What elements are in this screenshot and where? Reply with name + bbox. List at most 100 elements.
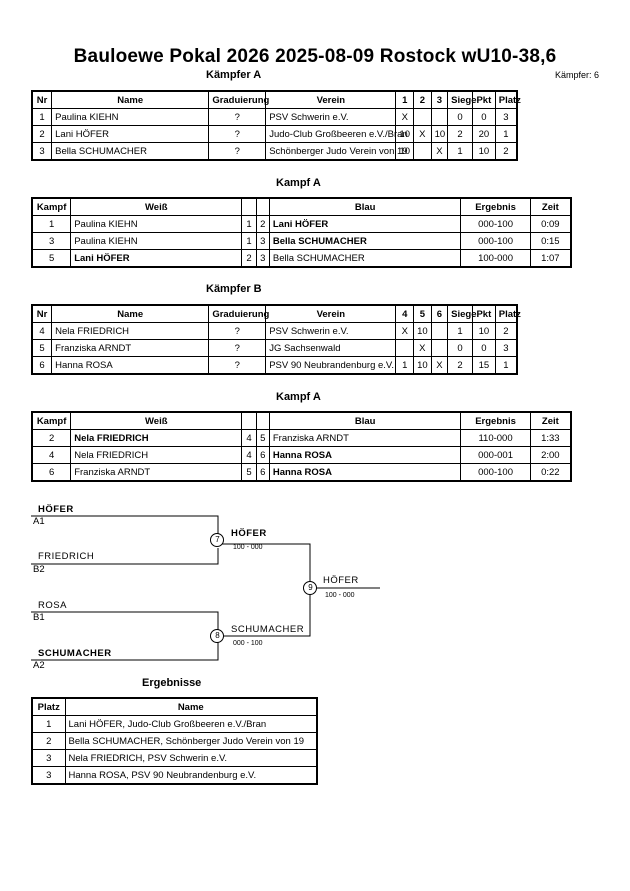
cell: [413, 142, 432, 161]
bracket-bottom-seed: A2: [33, 660, 45, 671]
bracket-second-name: FRIEDRICH: [38, 551, 95, 562]
cell: Bella SCHUMACHER: [51, 142, 210, 161]
cell: 2: [447, 125, 473, 143]
bracket-second-seed: B2: [33, 564, 45, 575]
zeit: 2:00: [529, 446, 572, 464]
blau-name: Bella SCHUMACHER: [268, 232, 462, 250]
zeit: 0:15: [529, 232, 572, 250]
bracket-third-name: ROSA: [38, 600, 67, 611]
cell: JG Sachsenwald: [265, 339, 397, 357]
match-7-number: 7: [215, 535, 220, 544]
cell: Judo-Club Großbeeren e.V./Bran: [265, 125, 408, 143]
zeit: 1:07: [529, 249, 572, 268]
match-8-winner: SCHUMACHER: [231, 624, 305, 635]
pool-a-table: Nr Name Graduierung Verein 1 2 3 Siege P…: [31, 90, 521, 161]
match-8-number: 8: [215, 631, 220, 640]
zeit: 0:22: [529, 463, 572, 482]
match-8-score: 000 - 100: [233, 640, 263, 647]
cell: 5: [31, 339, 53, 357]
match-7-score: 100 - 000: [233, 544, 263, 551]
col-ergebnis: Ergebnis: [460, 411, 531, 430]
cell: ?: [208, 356, 267, 375]
platz: 2: [31, 732, 66, 750]
result-name: Lani HÖFER, Judo-Club Großbeeren e.V./Br…: [64, 715, 318, 733]
blau-number: 3: [255, 249, 270, 268]
cell: X: [413, 339, 432, 357]
col-platz: Platz: [31, 697, 66, 716]
ergebnis: 000-100: [460, 463, 531, 482]
result-name: Nela FRIEDRICH, PSV Schwerin e.V.: [64, 749, 318, 767]
ergebnis: 000-100: [460, 232, 531, 250]
blau-number: 3: [255, 232, 270, 250]
ergebnis: 000-001: [460, 446, 531, 464]
cell: 2: [447, 356, 473, 375]
platz: 3: [31, 766, 66, 785]
fighter-count: Kämpfer: 6: [554, 70, 599, 80]
match-7-winner: HÖFER: [231, 528, 267, 539]
ergebnis: 100-000: [460, 249, 531, 268]
result-name: Bella SCHUMACHER, Schönberger Judo Verei…: [64, 732, 318, 750]
cell: Franziska ARNDT: [51, 339, 210, 357]
cell: 1: [447, 142, 473, 161]
match-9-number: 9: [308, 583, 313, 592]
cell: PSV 90 Neubrandenburg e.V.: [265, 356, 397, 375]
cell: 1: [494, 125, 518, 143]
col-siege: Siege: [447, 90, 477, 109]
pool-b-table: Nr Name Graduierung Verein 4 5 6 Siege P…: [31, 304, 521, 375]
bracket-third-seed: B1: [33, 612, 45, 623]
weiss-name: Paulina KIEHN: [70, 232, 243, 250]
cell: 0: [471, 339, 496, 357]
cell: 15: [471, 356, 496, 375]
cell: 10: [430, 125, 449, 143]
page-title: Bauloewe Pokal 2026 2025-08-09 Rostock w…: [73, 46, 557, 67]
pool-b-heading: Kämpfer B: [206, 283, 262, 295]
cell: X: [413, 125, 432, 143]
cell: 1: [494, 356, 518, 375]
platz: 1: [31, 715, 66, 733]
cell: 2: [494, 142, 518, 161]
pool-a-heading: Kämpfer A: [206, 69, 262, 81]
match-9-score: 100 - 000: [325, 592, 355, 599]
weiss-number: 4: [241, 446, 257, 464]
weiss-name: Nela FRIEDRICH: [70, 446, 243, 464]
bracket-top-name: HÖFER: [38, 504, 74, 515]
ergebnisse-heading: Ergebnisse: [142, 677, 202, 689]
blau-number: 6: [255, 463, 270, 482]
result-name: Hanna ROSA, PSV 90 Neubrandenburg e.V.: [64, 766, 318, 785]
cell: 3: [494, 339, 518, 357]
bracket-bottom-name: SCHUMACHER: [38, 648, 112, 659]
cell: 10: [471, 142, 496, 161]
platz: 3: [31, 749, 66, 767]
cell: Hanna ROSA: [51, 356, 210, 375]
cell: Lani HÖFER: [51, 125, 210, 143]
cell: Schönberger Judo Verein von 19: [265, 142, 408, 161]
col-name: Name: [64, 697, 318, 716]
cell: 10: [413, 356, 432, 375]
bracket-top-seed: A1: [33, 516, 45, 527]
match-9-winner: HÖFER: [323, 575, 359, 586]
blau-number: 6: [255, 446, 270, 464]
kampf-a-heading: Kampf A: [276, 177, 321, 189]
kampf-a2-heading: Kampf A: [276, 391, 321, 403]
cell: 0: [447, 339, 473, 357]
cell: 2: [31, 125, 53, 143]
